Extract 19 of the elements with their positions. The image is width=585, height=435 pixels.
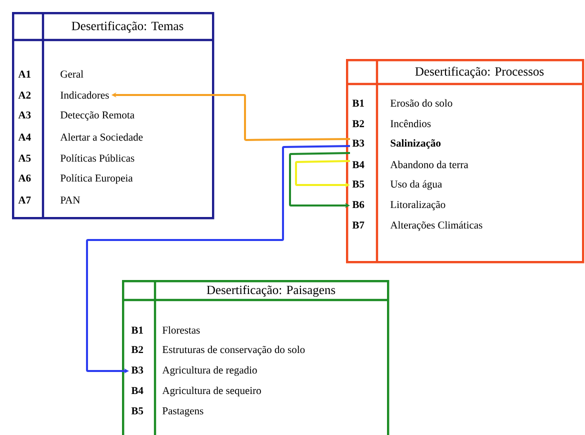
list-row: A1 Geral xyxy=(18,70,84,78)
list-row: B2 Estruturas de conservação do solo xyxy=(131,346,305,356)
list-row: A6 Política Europeia xyxy=(18,174,133,184)
list-row: A4 Alertar a Sociedade xyxy=(18,133,143,141)
list-row: A2 Indicadores xyxy=(18,91,109,99)
list-row: A3 Detecção Remota xyxy=(18,111,134,121)
list-row: B3 Salinização xyxy=(352,139,441,149)
list-row: B1 Florestas xyxy=(131,326,200,334)
list-row: A5 Políticas Públicas xyxy=(18,154,134,162)
list-row: B3 Agricultura de regadio xyxy=(131,366,257,376)
list-row: A7 PAN xyxy=(18,196,80,204)
list-row: B6 Litoralização xyxy=(352,200,446,210)
list-row: B2 Incêndios xyxy=(352,120,431,128)
list-row: B7 Alterações Climáticas xyxy=(352,221,482,231)
list-row: B1 Erosão do solo xyxy=(352,99,452,107)
list-row: B4 Agricultura de sequeiro xyxy=(131,386,261,396)
list-row: B5 Pastagens xyxy=(131,407,204,417)
list-row: B4 Abandono da terra xyxy=(352,160,468,168)
list-row: B5 Uso da água xyxy=(352,180,442,190)
